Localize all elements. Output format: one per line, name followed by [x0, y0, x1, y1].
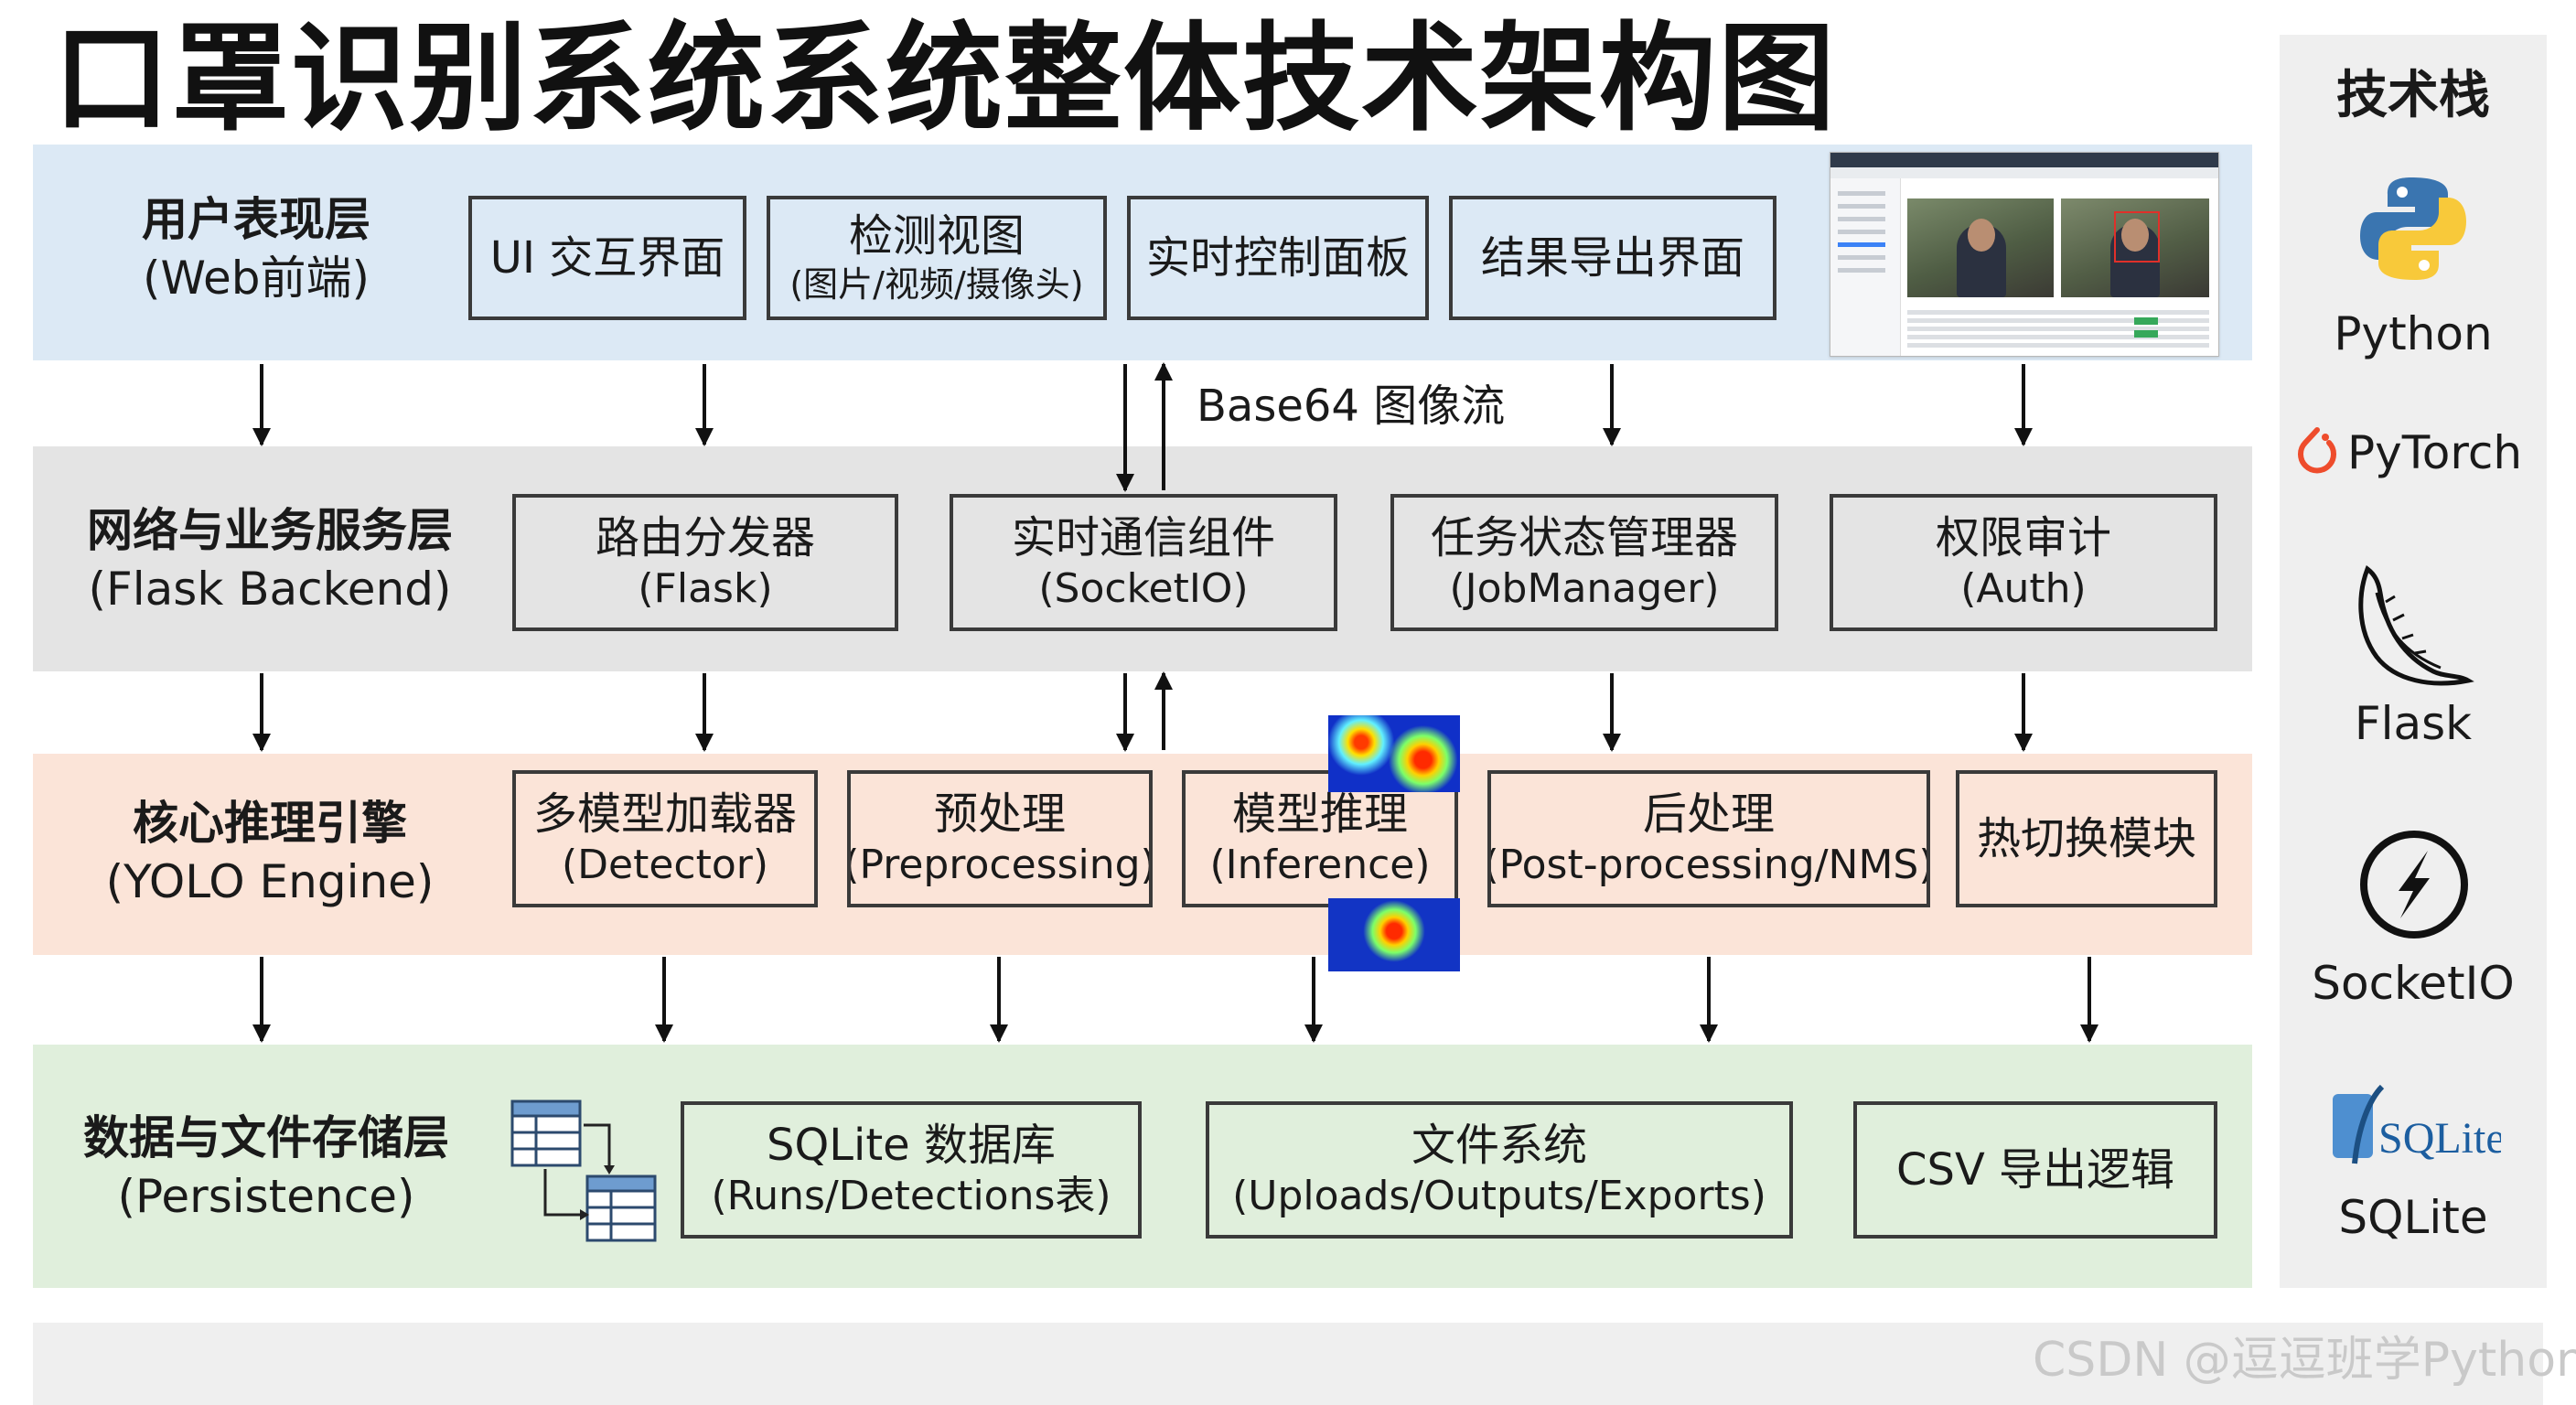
box-export-ui-main: 结果导出界面 — [1480, 232, 1744, 284]
thumbnail-original-image — [1907, 198, 2054, 297]
layer-label-engine: 核心推理引擎 (YOLO Engine) — [82, 794, 457, 911]
layer-label-network: 网络与业务服务层 (Flask Backend) — [55, 501, 485, 618]
tech-label-python: Python — [2334, 307, 2493, 360]
box-auth-main: 权限审计 — [1935, 512, 2111, 563]
box-sqlite-db-sub: (Runs/Detections表) — [711, 1173, 1111, 1219]
box-realtime-panel-main: 实时控制面板 — [1145, 232, 1410, 284]
layer-label-ui-en: (Web前端) — [142, 252, 370, 305]
box-ui-interaction: UI 交互界面 — [468, 196, 746, 320]
layer-label-data-zh: 数据与文件存储层 — [83, 1111, 449, 1164]
box-realtime-comm: 实时通信组件 (SocketIO) — [950, 494, 1337, 631]
heatmap-image-top — [1328, 715, 1460, 792]
thumbnail-result-rows — [1907, 306, 2209, 351]
box-export-ui: 结果导出界面 — [1449, 196, 1776, 320]
tech-stack-title: 技术栈 — [2336, 66, 2490, 125]
tech-label-flask: Flask — [2354, 697, 2473, 750]
box-detection-view-sub: (图片/视频/摄像头) — [789, 264, 1084, 305]
box-realtime-comm-sub: (SocketIO) — [1038, 565, 1249, 612]
thumbnail-titlebar — [1830, 153, 2218, 167]
database-tables-icon — [510, 1099, 657, 1242]
box-auth-sub: (Auth) — [1960, 565, 2087, 612]
box-preprocessing-main: 预处理 — [933, 788, 1066, 840]
box-sqlite-db-main: SQLite 数据库 — [767, 1120, 1056, 1171]
box-realtime-comm-main: 实时通信组件 — [1011, 512, 1275, 563]
box-detection-view-main: 检测视图 — [848, 210, 1025, 262]
box-file-system-sub: (Uploads/Outputs/Exports) — [1232, 1173, 1766, 1219]
layer-label-ui: 用户表现层 (Web前端) — [101, 190, 412, 307]
thumbnail-detected-image — [2061, 198, 2209, 297]
box-postprocessing-main: 后处理 — [1642, 788, 1775, 840]
layer-label-data: 数据与文件存储层 (Persistence) — [51, 1109, 481, 1226]
box-auth: 权限审计 (Auth) — [1830, 494, 2217, 631]
box-model-loader-sub: (Detector) — [561, 842, 769, 888]
box-detection-view: 检测视图 (图片/视频/摄像头) — [767, 196, 1107, 320]
box-realtime-panel: 实时控制面板 — [1127, 196, 1429, 320]
web-ui-screenshot-thumbnail — [1830, 152, 2219, 357]
thumbnail-addressbar — [1830, 167, 2218, 178]
box-sqlite-db: SQLite 数据库 (Runs/Detections表) — [681, 1101, 1142, 1239]
layer-network-service — [33, 446, 2252, 671]
box-router-main: 路由分发器 — [595, 512, 815, 563]
layer-label-ui-zh: 用户表现层 — [142, 193, 370, 246]
layer-label-engine-en: (YOLO Engine) — [105, 855, 435, 908]
box-preprocessing-sub: (Preprocessing) — [847, 842, 1153, 888]
pytorch-icon — [2298, 427, 2336, 474]
box-file-system: 文件系统 (Uploads/Outputs/Exports) — [1206, 1101, 1793, 1239]
box-model-loader-main: 多模型加载器 — [532, 788, 797, 840]
box-model-loader: 多模型加载器 (Detector) — [512, 770, 818, 907]
footer-band — [33, 1323, 2543, 1405]
annotation-base64-stream: Base64 图像流 — [1197, 381, 1506, 432]
box-router-sub: (Flask) — [638, 565, 773, 612]
box-hot-swap: 热切换模块 — [1956, 770, 2217, 907]
layer-label-engine-zh: 核心推理引擎 — [133, 797, 407, 850]
box-inference: 模型推理 (Inference) — [1182, 770, 1458, 907]
box-inference-sub: (Inference) — [1209, 842, 1431, 888]
sqlite-logo-text: SQLite — [2378, 1114, 2501, 1163]
box-ui-interaction-main: UI 交互界面 — [489, 232, 725, 284]
box-router: 路由分发器 (Flask) — [512, 494, 898, 631]
box-job-manager: 任务状态管理器 (JobManager) — [1390, 494, 1778, 631]
layer-label-network-zh: 网络与业务服务层 — [87, 504, 453, 557]
flask-icon — [2358, 565, 2474, 686]
layer-inference-engine — [33, 754, 2252, 955]
box-preprocessing: 预处理 (Preprocessing) — [847, 770, 1153, 907]
heatmap-image-bottom — [1328, 898, 1460, 971]
watermark: CSDN @逗逗班学Python — [2033, 1333, 2576, 1388]
box-job-manager-sub: (JobManager) — [1449, 565, 1720, 612]
box-job-manager-main: 任务状态管理器 — [1430, 512, 1738, 563]
box-postprocessing-sub: (Post-processing/NMS) — [1487, 842, 1930, 888]
diagram-title: 口罩识别系统系统整体技术架构图 — [53, 11, 1838, 147]
python-icon — [2360, 177, 2466, 280]
tech-label-socketio: SocketIO — [2312, 957, 2515, 1010]
layer-label-data-en: (Persistence) — [117, 1170, 415, 1223]
box-postprocessing: 后处理 (Post-processing/NMS) — [1487, 770, 1930, 907]
box-inference-main: 模型推理 — [1231, 788, 1408, 840]
socketio-icon — [2360, 831, 2468, 938]
box-csv-export-main: CSV 导出逻辑 — [1895, 1144, 2175, 1196]
box-hot-swap-main: 热切换模块 — [1976, 813, 2196, 864]
box-csv-export: CSV 导出逻辑 — [1853, 1101, 2217, 1239]
sqlite-icon: SQLite — [2333, 1084, 2501, 1164]
tech-stack-panel: 技术栈 Python PyTorch Flask SocketIO SQLite… — [2280, 35, 2547, 1288]
thumbnail-sidebar — [1830, 178, 1901, 356]
tech-label-sqlite: SQLite — [2338, 1191, 2488, 1244]
layer-persistence — [33, 1045, 2252, 1288]
box-file-system-main: 文件系统 — [1411, 1120, 1587, 1171]
layer-label-network-en: (Flask Backend) — [88, 563, 452, 616]
tech-label-pytorch: PyTorch — [2347, 426, 2523, 479]
